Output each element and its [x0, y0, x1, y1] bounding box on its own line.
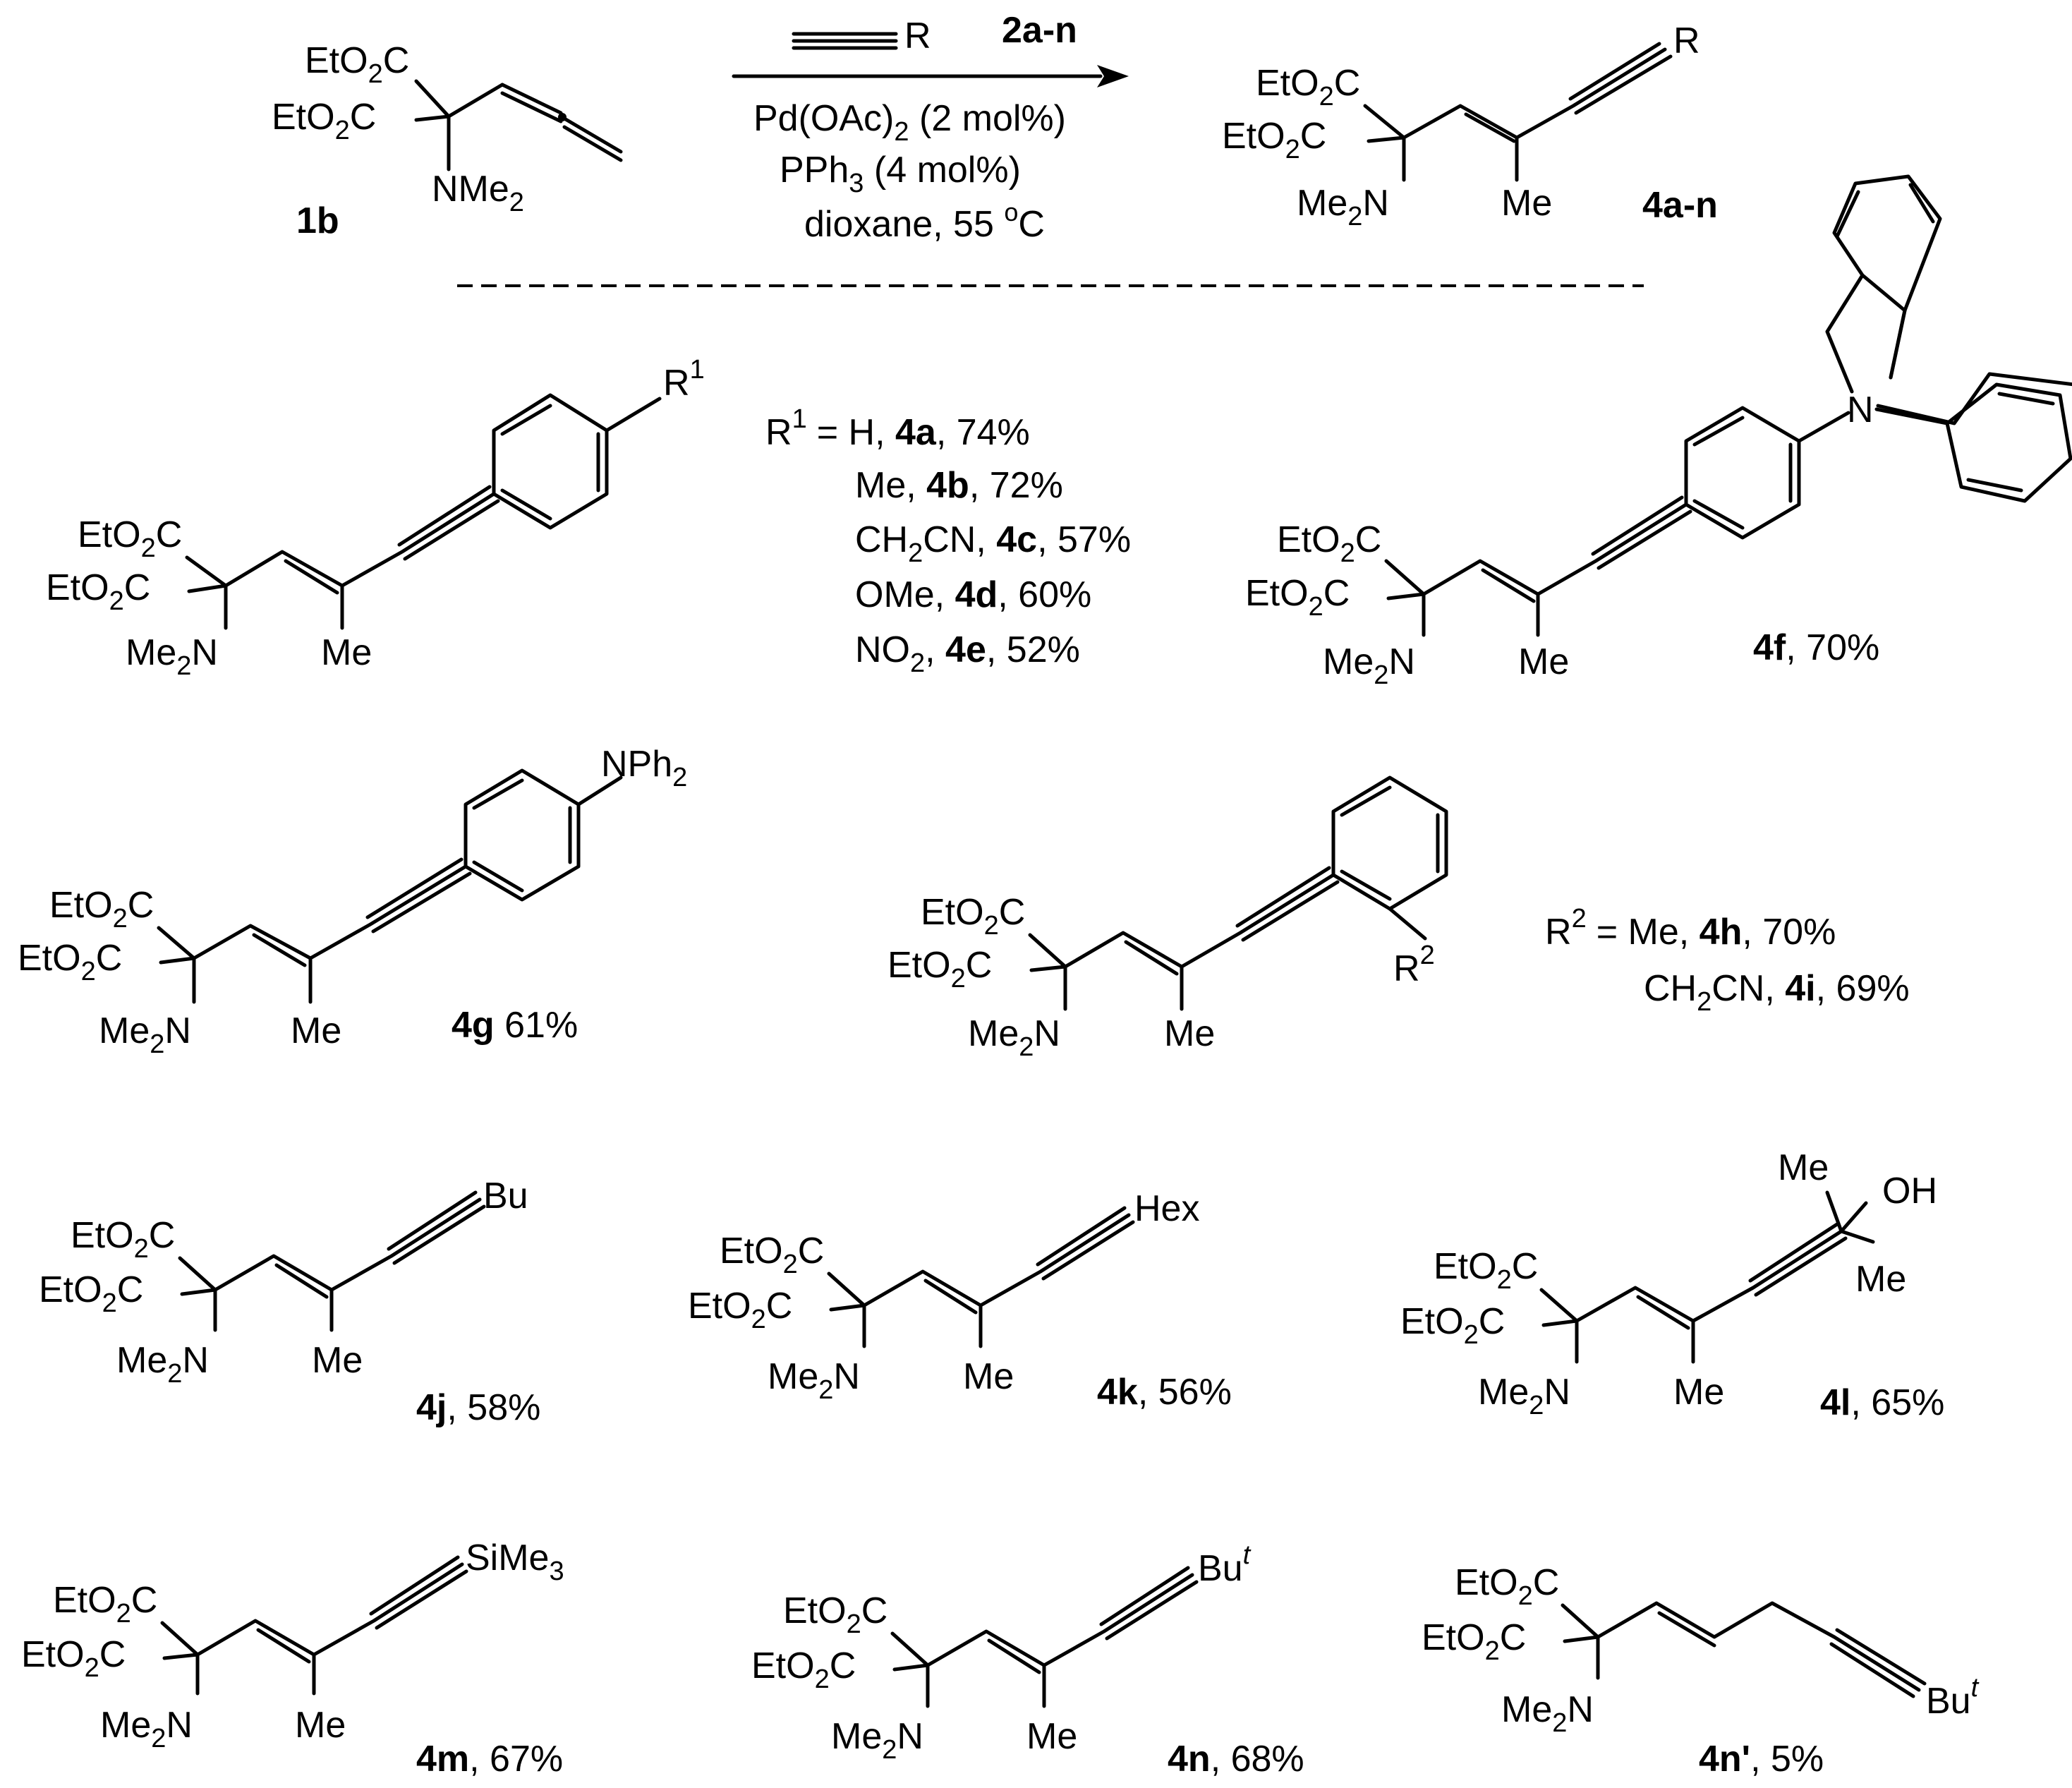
svg-text:EtO2C: EtO2C — [18, 938, 122, 986]
svg-text:4j, 58%: 4j, 58% — [416, 1387, 540, 1428]
svg-text:4g 61%: 4g 61% — [452, 1005, 578, 1046]
svg-text:4k, 56%: 4k, 56% — [1097, 1372, 1232, 1413]
svg-text:EtO2C: EtO2C — [751, 1645, 856, 1694]
svg-text:CH2CN, 4i, 69%: CH2CN, 4i, 69% — [1644, 968, 1910, 1017]
svg-text:EtO2C: EtO2C — [46, 567, 150, 616]
svg-text:R: R — [904, 16, 931, 56]
svg-text:Me: Me — [1501, 183, 1552, 224]
r2-substituent-list: R2= Me, 4h, 70% CH2CN, 4i, 69% — [1545, 904, 1910, 1017]
svg-text:EtO2C: EtO2C — [1400, 1301, 1505, 1350]
svg-text:EtO2C: EtO2C — [305, 40, 409, 89]
svg-text:Me2N: Me2N — [831, 1716, 923, 1765]
product-label: 4a-n — [1642, 185, 1718, 226]
substrate-1b: EtO2C EtO2C NMe2 1b — [272, 40, 623, 241]
product-4n: EtO2C EtO2C Me2N Me But 4n, 68% — [751, 1540, 1304, 1780]
svg-text:N: N — [1847, 389, 1874, 430]
svg-text:OMe, 4d, 60%: OMe, 4d, 60% — [855, 574, 1091, 615]
svg-text:R2= Me, 4h, 70%: R2= Me, 4h, 70% — [1545, 904, 1836, 953]
svg-text:Me2N: Me2N — [968, 1013, 1060, 1062]
svg-text:But: But — [1198, 1540, 1252, 1589]
svg-text:Me2N: Me2N — [126, 632, 218, 681]
svg-text:Me2N: Me2N — [1323, 641, 1415, 690]
svg-text:EtO2C: EtO2C — [53, 1580, 157, 1629]
catalyst-text: Pd(OAc)2 (2 mol%) — [753, 98, 1066, 147]
svg-text:R1= H, 4a, 74%: R1= H, 4a, 74% — [765, 404, 1030, 453]
svg-text:R: R — [1673, 20, 1700, 61]
product-4a-e: EtO2C EtO2C Me2N Me R1 — [46, 355, 705, 681]
svg-text:Me: Me — [1164, 1013, 1215, 1054]
substrate-label: 1b — [296, 200, 339, 241]
svg-text:4l, 65%: 4l, 65% — [1820, 1382, 1944, 1423]
product-4a-n: EtO2C EtO2C Me2N Me R 4a-n — [1222, 20, 1718, 231]
svg-text:NO2, 4e, 52%: NO2, 4e, 52% — [855, 629, 1080, 678]
svg-text:R1: R1 — [663, 355, 705, 404]
svg-text:R2: R2 — [1393, 941, 1435, 989]
svg-text:Me2N: Me2N — [1297, 183, 1389, 231]
svg-text:Me, 4b, 72%: Me, 4b, 72% — [855, 465, 1063, 506]
svg-text:Me2N: Me2N — [99, 1010, 191, 1059]
svg-text:EtO2C: EtO2C — [39, 1269, 143, 1318]
svg-text:EtO2C: EtO2C — [78, 514, 182, 563]
svg-text:EtO2C: EtO2C — [720, 1231, 824, 1279]
product-4n-prime: EtO2C EtO2C Me2N But 4n', 5% — [1422, 1562, 1980, 1780]
svg-text:EtO2C: EtO2C — [783, 1590, 887, 1639]
product-4l: EtO2C EtO2C Me2N Me Me OH Me 4l, 65% — [1400, 1147, 1944, 1423]
svg-text:Hex: Hex — [1134, 1188, 1199, 1229]
svg-text:EtO2C: EtO2C — [1434, 1246, 1538, 1295]
svg-text:NMe2: NMe2 — [432, 169, 524, 217]
svg-text:Me: Me — [321, 632, 372, 673]
svg-text:Me: Me — [295, 1705, 346, 1746]
svg-text:4n', 5%: 4n', 5% — [1699, 1739, 1824, 1780]
svg-text:Me2N: Me2N — [768, 1356, 860, 1405]
svg-text:Me: Me — [312, 1340, 363, 1381]
svg-text:EtO2C: EtO2C — [1422, 1617, 1526, 1666]
svg-text:But: But — [1926, 1673, 1980, 1722]
svg-text:Me2N: Me2N — [116, 1340, 209, 1389]
product-4k: EtO2C EtO2C Me2N Me Hex 4k, 56% — [688, 1188, 1232, 1413]
svg-text:EtO2C: EtO2C — [887, 945, 992, 993]
svg-text:EtO2C: EtO2C — [1455, 1562, 1559, 1611]
svg-text:NPh2: NPh2 — [601, 744, 687, 792]
svg-text:EtO2C: EtO2C — [71, 1215, 175, 1264]
svg-text:EtO2C: EtO2C — [1277, 519, 1381, 568]
reagent-label: 2a-n — [1002, 10, 1077, 51]
svg-text:EtO2C: EtO2C — [921, 892, 1025, 941]
svg-text:EtO2C: EtO2C — [1245, 573, 1350, 622]
svg-text:EtO2C: EtO2C — [21, 1634, 126, 1683]
r1-substituent-list: R1= H, 4a, 74% Me, 4b, 72% CH2CN, 4c, 57… — [765, 404, 1131, 678]
ligand-text: PPh3 (4 mol%) — [780, 150, 1021, 198]
svg-text:OH: OH — [1882, 1171, 1937, 1212]
reaction-arrow: R 2a-n Pd(OAc)2 (2 mol%) PPh3 (4 mol%) d… — [732, 10, 1129, 245]
svg-text:EtO2C: EtO2C — [1222, 116, 1326, 164]
svg-text:Me: Me — [1778, 1147, 1829, 1188]
svg-text:Me2N: Me2N — [1478, 1372, 1570, 1420]
svg-text:Me: Me — [963, 1356, 1014, 1397]
product-4m: EtO2C EtO2C Me2N Me SiMe3 4m, 67% — [21, 1538, 564, 1780]
product-4g: EtO2C EtO2C Me2N Me NPh2 4g 61% — [18, 744, 687, 1059]
product-4f: EtO2C EtO2C Me2N Me N 4f, 70% — [1245, 174, 2072, 690]
svg-text:Bu: Bu — [483, 1176, 528, 1216]
svg-text:EtO2C: EtO2C — [49, 885, 154, 934]
svg-text:Me2N: Me2N — [100, 1705, 193, 1753]
conditions-text: dioxane, 55 oC — [804, 198, 1045, 245]
svg-text:EtO2C: EtO2C — [1256, 63, 1360, 111]
svg-text:Me: Me — [291, 1010, 341, 1051]
svg-text:4m, 67%: 4m, 67% — [416, 1739, 563, 1780]
svg-text:4n, 68%: 4n, 68% — [1168, 1739, 1304, 1780]
svg-text:Me: Me — [1673, 1372, 1724, 1413]
svg-text:Me: Me — [1026, 1716, 1077, 1757]
svg-text:Me: Me — [1518, 641, 1569, 682]
svg-text:EtO2C: EtO2C — [272, 97, 376, 145]
svg-text:Me2N: Me2N — [1501, 1689, 1594, 1738]
product-4h-i: EtO2C EtO2C Me2N Me R2 — [887, 775, 1448, 1062]
svg-text:SiMe3: SiMe3 — [466, 1538, 564, 1586]
svg-text:EtO2C: EtO2C — [688, 1286, 792, 1334]
svg-text:CH2CN, 4c, 57%: CH2CN, 4c, 57% — [855, 519, 1131, 568]
svg-text:Me: Me — [1855, 1259, 1906, 1300]
product-4j: EtO2C EtO2C Me2N Me Bu 4j, 58% — [39, 1176, 540, 1428]
svg-text:4f, 70%: 4f, 70% — [1753, 627, 1879, 668]
